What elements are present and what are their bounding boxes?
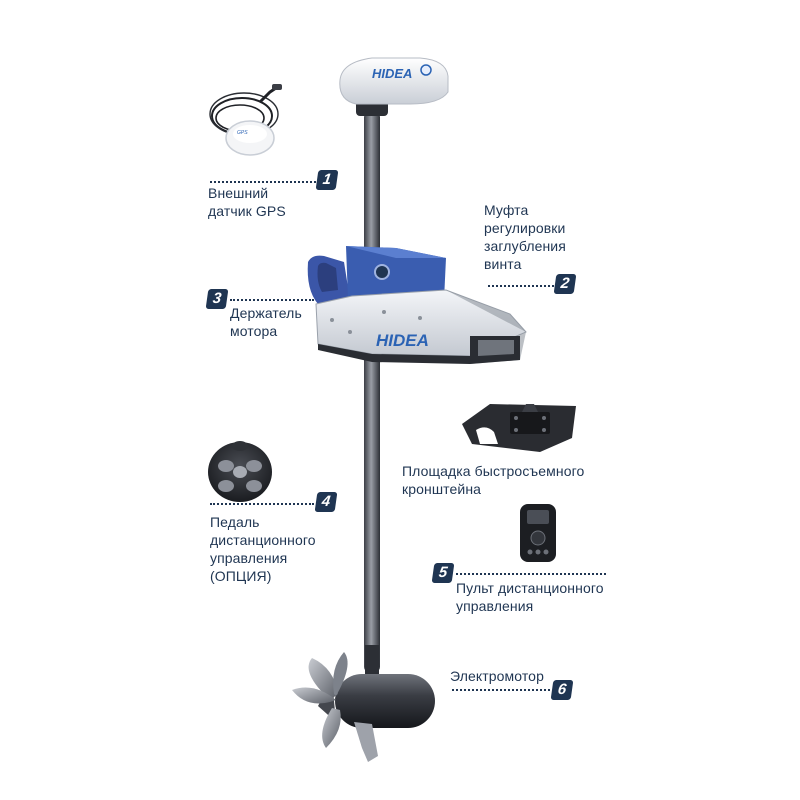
leader-4 <box>210 503 314 505</box>
badge-4: 4 <box>314 492 338 512</box>
leader-5 <box>456 573 606 575</box>
motor-mount: HIDEA <box>307 246 527 364</box>
electric-motor <box>292 645 435 762</box>
badge-6: 6 <box>550 680 574 700</box>
label-foot-pedal: Педаль дистанционного управления (ОПЦИЯ) <box>210 514 316 584</box>
quick-release-plate <box>462 404 576 452</box>
label-motor-mount: Держатель мотора <box>230 305 302 339</box>
svg-text:GPS: GPS <box>237 130 248 136</box>
badge-3: 3 <box>205 289 229 309</box>
label-electric-motor: Электромотор <box>450 668 544 684</box>
gps-sensor: GPS <box>209 84 282 156</box>
motor-shaft <box>364 112 380 672</box>
leader-2 <box>488 285 554 287</box>
mount-logo: HIDEA <box>376 331 429 350</box>
badge-5: 5 <box>431 563 455 583</box>
handheld-remote <box>520 504 556 562</box>
label-remote-control: Пульт дистанционного управления <box>456 580 604 614</box>
foot-pedal <box>208 441 272 502</box>
leader-3 <box>230 299 314 301</box>
badge-1: 1 <box>315 170 339 190</box>
leader-6 <box>452 689 550 691</box>
label-depth-collar: Муфта регулировки заглубления винта <box>484 202 566 272</box>
label-quick-release-plate: Площадка быстросъемного кронштейна <box>402 463 585 497</box>
badge-2: 2 <box>553 274 577 294</box>
control-head: HIDEA <box>339 57 449 116</box>
label-gps-sensor: Внешний датчик GPS <box>208 185 286 219</box>
leader-1 <box>210 181 316 183</box>
head-logo: HIDEA <box>372 66 412 81</box>
